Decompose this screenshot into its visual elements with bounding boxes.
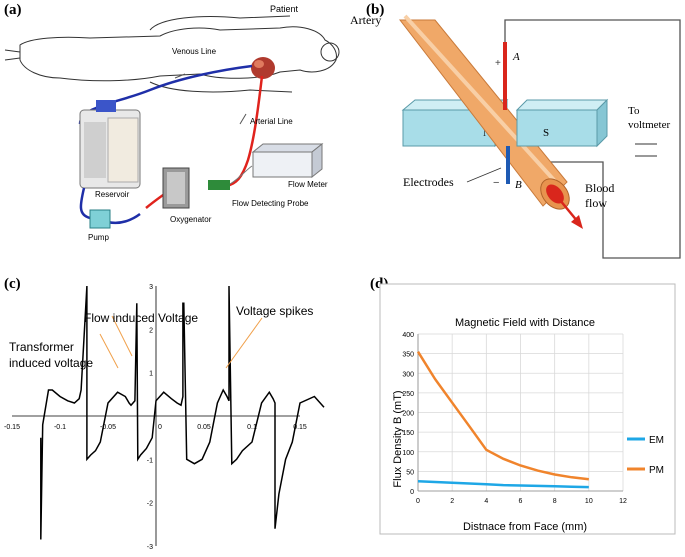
panel-b-label: (b) xyxy=(366,2,385,18)
c-x-tick-label: -0.1 xyxy=(54,424,66,431)
c-y-tick-label: 3 xyxy=(149,284,153,291)
d-x-tick-label: 6 xyxy=(519,498,523,505)
d-x-tick-label: 0 xyxy=(416,498,420,505)
minus-sign: − xyxy=(493,177,499,189)
flow-probe-label: Flow Detecting Probe xyxy=(232,199,309,208)
oxygenator-label: Oxygenator xyxy=(170,215,212,224)
blood-label-2: flow xyxy=(585,196,607,210)
blood-flow-arrowhead-icon xyxy=(571,215,583,229)
ann-flow-pointer xyxy=(111,315,133,357)
legend-label-pm: PM xyxy=(649,465,664,476)
arterial-line-label: Arterial Line xyxy=(250,117,293,126)
c-x-tick-label: -0.15 xyxy=(4,424,20,431)
venous-arrow-icon xyxy=(174,73,186,79)
arterial-arrow-icon xyxy=(239,113,247,125)
legend-label-em: EM xyxy=(649,435,664,446)
arterial-line xyxy=(225,75,264,188)
panel-b-diagram: To voltmeter N A B + − S Artery Electrod… xyxy=(350,13,681,259)
d-y-tick-label: 150 xyxy=(402,430,414,437)
ann-transformer-label-2: induced voltage xyxy=(9,356,93,370)
d-x-tick-label: 2 xyxy=(450,498,454,505)
panel-d-ylabel: Flux Density B (mT) xyxy=(392,390,404,487)
c-x-tick-label: 0.05 xyxy=(197,424,211,431)
d-x-tick-label: 10 xyxy=(585,498,593,505)
reservoir-label: Reservoir xyxy=(95,190,130,199)
d-y-tick-label: 0 xyxy=(410,489,414,496)
oxygenator-icon xyxy=(162,167,190,209)
plus-sign: + xyxy=(495,58,501,69)
d-y-tick-label: 250 xyxy=(402,391,414,398)
panel-a-label: (a) xyxy=(4,2,22,18)
d-x-tick-label: 8 xyxy=(553,498,557,505)
blood-label-1: Blood xyxy=(585,181,614,195)
panel-a-diagram: Patient Venous Line Arterial Line Reserv… xyxy=(4,4,340,242)
pump-icon xyxy=(89,209,111,229)
flow-meter-icon xyxy=(251,142,324,179)
venous-line-label: Venous Line xyxy=(172,47,217,56)
panel-c-axes xyxy=(12,286,300,546)
voltmeter-circuit xyxy=(504,19,681,259)
d-y-tick-label: 400 xyxy=(402,332,414,339)
probe-cable xyxy=(229,165,253,185)
to-voltmeter-label-1: To xyxy=(628,105,640,117)
flow-meter-label: Flow Meter xyxy=(288,180,328,189)
flow-probe-icon xyxy=(208,180,230,190)
pump-inlet-line xyxy=(79,187,91,220)
electrode-a xyxy=(503,42,507,110)
panel-d-series-pm xyxy=(416,351,589,481)
panel-d-title: Magnetic Field with Distance xyxy=(455,317,595,329)
ann-spikes-pointer xyxy=(225,317,263,369)
electrode-a-label: A xyxy=(512,51,520,63)
c-y-tick-label: -2 xyxy=(147,501,153,508)
reservoir-icon xyxy=(79,100,141,189)
ann-transformer-pointer xyxy=(99,333,119,369)
pump-outlet-line xyxy=(107,212,141,225)
panel-c-tick-labels: -0.15 -0.1 -0.05 0 0.05 0.1 0.15 3 2 1 -1 -2 -3 xyxy=(4,284,307,551)
to-voltmeter-label-2: voltmeter xyxy=(628,119,670,131)
panel-c-voltage-series xyxy=(40,285,325,540)
pole-s-label: S xyxy=(543,127,549,139)
c-x-tick-label: 0 xyxy=(158,424,162,431)
panel-d-frame xyxy=(379,283,676,535)
d-y-tick-label: 50 xyxy=(406,469,414,476)
d-y-tick-label: 300 xyxy=(402,371,414,378)
patient-outline xyxy=(4,15,340,93)
ann-flow-label: Flow induced Voltage xyxy=(84,311,198,325)
panel-c-chart: -0.15 -0.1 -0.05 0 0.05 0.1 0.15 3 2 1 -1 -2 -3 Flow… xyxy=(4,284,325,551)
c-y-tick-label: -3 xyxy=(147,544,153,551)
panel-d-series-em xyxy=(417,479,589,489)
c-y-tick-label: 2 xyxy=(149,327,153,334)
patient-label: Patient xyxy=(270,4,299,14)
d-x-tick-label: 4 xyxy=(484,498,488,505)
electrode-b-label: B xyxy=(515,179,522,191)
electrode-b xyxy=(506,146,510,184)
c-y-tick-label: -1 xyxy=(147,457,153,464)
magnet-south xyxy=(515,98,609,148)
artery-label: Artery xyxy=(350,13,381,27)
electrodes-pointer xyxy=(466,167,502,183)
c-x-tick-label: 0.1 xyxy=(247,424,257,431)
ann-transformer-label-1: Transformer xyxy=(9,340,74,354)
panel-d-tick-labels: 0 50 100 150 200 250 300 350 400 0 2 4 6 8 10 12 xyxy=(402,332,627,505)
c-x-tick-label: -0.05 xyxy=(100,424,116,431)
d-y-tick-label: 100 xyxy=(402,450,414,457)
panel-c-label: (c) xyxy=(4,276,21,292)
d-x-tick-label: 12 xyxy=(619,498,627,505)
panel-d-xlabel: Distnace from Face (mm) xyxy=(463,521,587,533)
pump-label: Pump xyxy=(88,233,109,242)
c-x-tick-label: 0.15 xyxy=(293,424,307,431)
d-y-tick-label: 200 xyxy=(402,411,414,418)
d-y-tick-label: 350 xyxy=(402,352,414,359)
c-y-tick-label: 1 xyxy=(149,371,153,378)
panel-d-grid xyxy=(417,333,624,492)
panel-d-chart: Magnetic Field with Distance 05010015020… xyxy=(379,283,676,535)
heart-icon xyxy=(251,57,275,79)
electrodes-label: Electrodes xyxy=(403,175,454,189)
ann-spikes-label: Voltage spikes xyxy=(236,304,313,318)
